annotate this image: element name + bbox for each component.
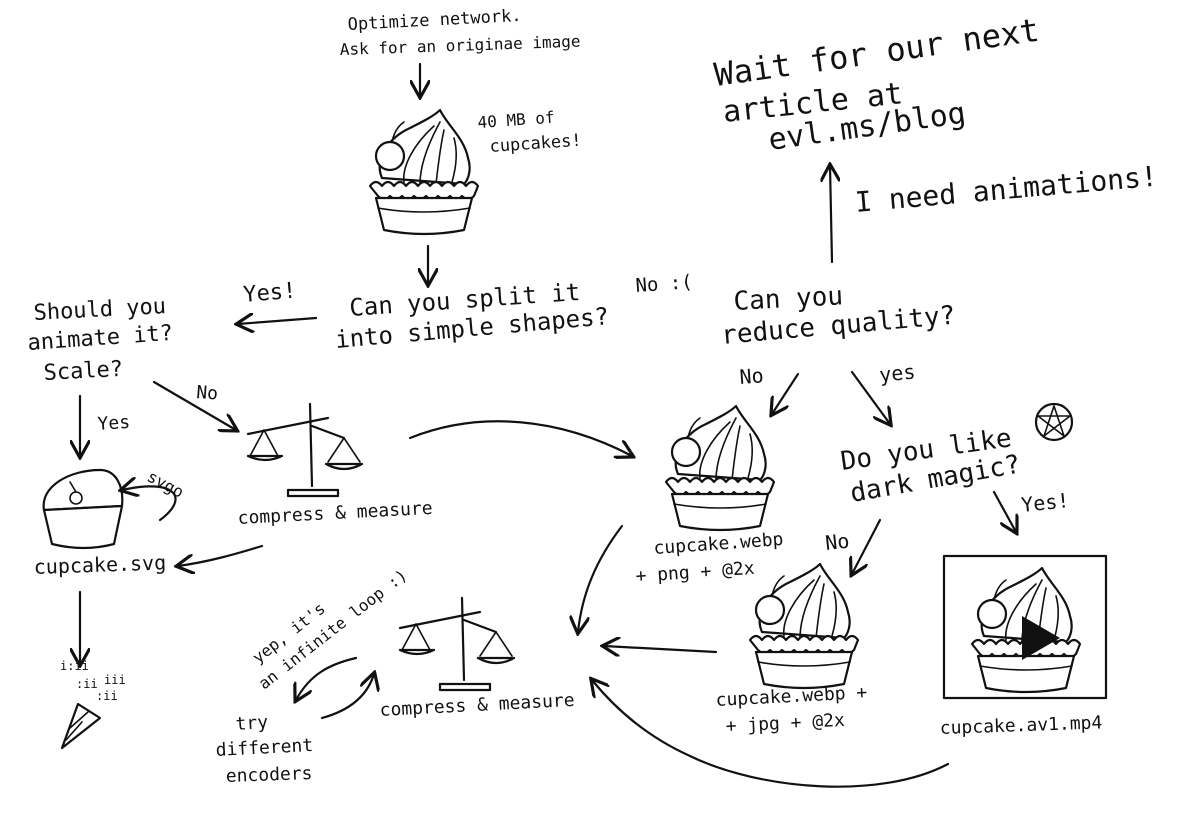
svg-text::ii: :ii	[76, 677, 98, 691]
arrow-quality-to-wait	[830, 166, 832, 264]
scales-bottom-icon	[398, 596, 516, 692]
try-note-line2: different	[215, 735, 314, 761]
play-icon	[1022, 616, 1060, 660]
pentagram-icon	[1034, 402, 1074, 442]
svg-text::ii: :ii	[96, 689, 118, 703]
arrow-av1-to-compress	[592, 680, 950, 788]
arrow-quality-no	[772, 372, 800, 414]
animate-question-line2: animate it?	[27, 321, 174, 356]
yes-animate-label: Yes	[97, 412, 131, 435]
yes-split-label: Yes!	[242, 278, 297, 308]
size-note-line2: cupcakes!	[489, 131, 582, 157]
arrow-try-to-compress	[320, 674, 374, 720]
no-animate-label: No	[196, 382, 219, 404]
yes-magic-label: Yes!	[1020, 488, 1070, 517]
yes-reduce-label: yes	[878, 359, 916, 387]
compress-bottom-label: compress & measure	[379, 690, 575, 721]
webp-png-label-line1: cupcake.webp	[653, 529, 784, 559]
webp-jpg-label-line2: + jpg + @2x	[725, 710, 845, 737]
no-sad-label: No :(	[635, 271, 694, 297]
scales-top-icon	[246, 402, 364, 498]
animate-question-line3: Scale?	[43, 357, 124, 386]
av1-label: cupcake.av1.mp4	[939, 712, 1102, 739]
try-note-line1: try	[235, 712, 269, 735]
arrow-compress-to-webp	[408, 420, 632, 456]
arrow-svgo-loop	[122, 486, 177, 522]
party-popper-icon: i:ii :ii :ii iii	[60, 659, 126, 750]
svg-text:i:ii: i:ii	[60, 659, 89, 673]
webp-jpg-cupcake-icon	[748, 562, 860, 690]
no-reduce-label: No	[739, 363, 765, 389]
original-cupcake-icon	[368, 108, 480, 236]
svgo-label: svgo	[144, 467, 187, 502]
arrow-animate-no	[152, 380, 236, 430]
size-note-line1: 40 MB of	[477, 108, 555, 132]
webp-jpg-label-line1: cupcake.webp +	[715, 682, 868, 711]
optimize-note-line1: Optimize network.	[347, 6, 522, 35]
arrow-magic-yes	[992, 490, 1016, 532]
webp-png-cupcake-icon	[664, 404, 776, 532]
arrow-magic-no	[852, 518, 882, 574]
webp-png-label-line2: + png + @2x	[635, 558, 756, 587]
no-magic-label: No	[824, 529, 850, 555]
arrow-split-to-animate	[238, 318, 318, 324]
av1-video-frame	[942, 554, 1108, 700]
optimize-note-line2: Ask for an originae image	[339, 32, 580, 59]
quality-question-line1: Can you	[733, 281, 844, 317]
arrow-compress-to-svg	[178, 544, 264, 566]
compress-top-label: compress & measure	[237, 498, 433, 529]
animate-question-line1: Should you	[33, 294, 167, 326]
arrow-webp-jpg-to-compress	[604, 646, 718, 652]
svg-text:iii: iii	[104, 673, 126, 687]
arrow-loop-to-try	[296, 656, 358, 700]
svg-cupcake-icon	[42, 468, 124, 550]
need-animations-label: I need animations!	[854, 160, 1159, 219]
try-note-line3: encoders	[225, 763, 312, 787]
svg-file-label: cupcake.svg	[33, 550, 166, 579]
arrow-webp-png-to-compress	[578, 524, 624, 632]
arrow-quality-yes	[850, 370, 890, 424]
